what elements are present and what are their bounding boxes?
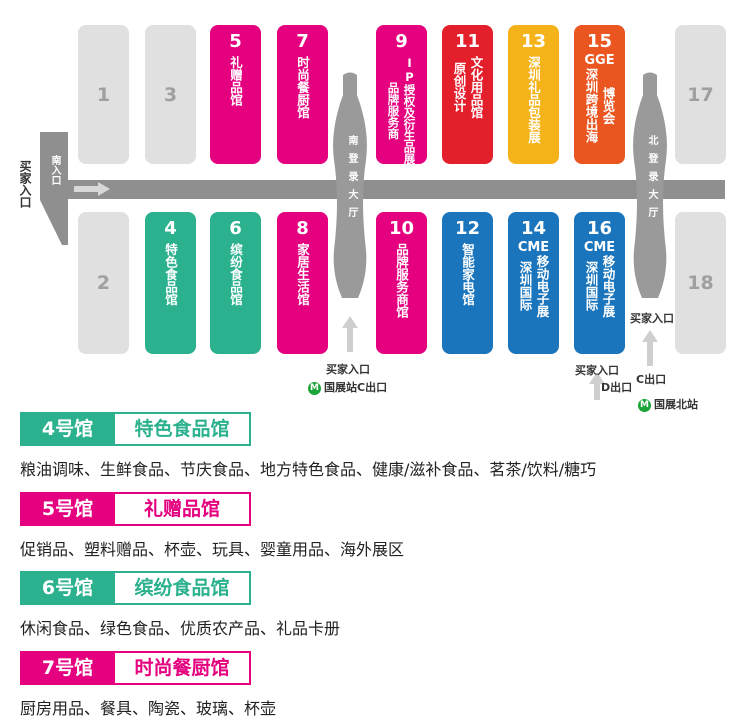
hall-13[interactable]: 13 深圳礼品包装展 [508, 25, 559, 164]
legend-hall-5: 5号馆礼赠品馆 [20, 492, 251, 526]
legend-description: 粮油调味、生鲜食品、节庆食品、地方特色食品、健康/滋补食品、茗茶/饮料/糖巧 [20, 460, 597, 479]
hall-6[interactable]: 6 缤纷食品馆 [210, 212, 261, 354]
hall-name: 礼赠品馆 [228, 56, 243, 106]
north-lobby-label: 北登录大厅 [646, 135, 657, 225]
hall-number: 2 [96, 272, 111, 294]
hall-4[interactable]: 4 特色食品馆 [145, 212, 196, 354]
hall-name: 缤纷食品馆 [228, 243, 243, 306]
south-lobby-shape [333, 72, 367, 298]
north-d-exit-label: D出口 [601, 381, 633, 394]
legend-description: 休闲食品、绿色食品、优质农产品、礼品卡册 [20, 619, 341, 638]
hall-number: 16 [586, 218, 613, 239]
hall-10[interactable]: 10 品牌服务商馆 [376, 212, 427, 354]
hall-name: 品牌服务商馆 [394, 243, 409, 318]
d-exit-arrow-icon [589, 372, 636, 400]
north-lobby-shape [633, 72, 667, 298]
metro-icon: M [638, 398, 651, 412]
north-metro-label: 国展北站 [654, 398, 698, 411]
floor-plan-paths [40, 72, 725, 400]
hall-header: CME [583, 240, 616, 255]
hall-header: CME [517, 240, 550, 255]
hall-number: 11 [454, 31, 481, 52]
legend-hall-7: 7号馆时尚餐厨馆 [20, 651, 251, 685]
legend-description: 促销品、塑料赠品、杯壶、玩具、婴童用品、海外展区 [20, 540, 405, 559]
hall-5[interactable]: 5 礼赠品馆 [210, 25, 261, 164]
north-buyer-entrance-left-label: 买家入口 [575, 364, 619, 377]
legend-hall-6: 6号馆缤纷食品馆 [20, 571, 251, 605]
hall-number: 6 [229, 218, 242, 239]
hall-name: 特色食品馆 [163, 243, 178, 306]
hall-number: 17 [687, 83, 714, 106]
hall-18[interactable]: 18 [675, 212, 726, 354]
hall-12[interactable]: 12 智能家电馆 [442, 212, 493, 354]
south-lobby-label: 南登录大厅 [346, 135, 357, 225]
hall-17[interactable]: 17 [675, 25, 726, 164]
hall-11[interactable]: 11 文化用品馆 原创设计 [442, 25, 493, 164]
hall-7[interactable]: 7 时尚餐厨馆 [277, 25, 328, 164]
north-c-exit-label: C出口 [636, 373, 667, 386]
hall-name: IP授权及衍生品展 品牌服务商 [386, 56, 417, 165]
legend-hall-name: 缤纷食品馆 [115, 571, 251, 605]
hall-number: 18 [687, 272, 714, 294]
legend-hall-number: 5号馆 [20, 492, 115, 526]
hall-1[interactable]: 1 [78, 25, 129, 164]
north-entry-arrow-icon [642, 330, 658, 366]
legend-description: 厨房用品、餐具、陶瓷、玻璃、杯壶 [20, 699, 277, 718]
main-corridor [66, 180, 725, 199]
hall-number: 8 [296, 218, 309, 239]
hall-header: GGE [584, 53, 615, 68]
legend-hall-4: 4号馆特色食品馆 [20, 412, 251, 446]
hall-name: 博览会 深圳跨境出海 [583, 68, 616, 143]
hall-name: 移动电子展 深圳国际 [583, 255, 616, 318]
legend-hall-number: 7号馆 [20, 651, 115, 685]
hall-2[interactable]: 2 [78, 212, 129, 354]
north-buyer-entrance-label: 买家入口 [630, 312, 674, 325]
south-entrance-gate [40, 132, 68, 245]
hall-name: 智能家电馆 [460, 243, 475, 306]
hall-3[interactable]: 3 [145, 25, 196, 164]
south-metro-label: 国展站C出口 [324, 381, 388, 394]
south-buyer-entrance-label: 买家入口 [326, 363, 370, 376]
hall-number: 10 [388, 218, 415, 239]
legend-hall-name: 时尚餐厨馆 [115, 651, 251, 685]
hall-number: 9 [395, 31, 408, 52]
hall-number: 14 [520, 218, 547, 239]
legend-hall-name: 特色食品馆 [115, 412, 251, 446]
hall-name: 家居生活馆 [295, 243, 310, 306]
hall-name: 时尚餐厨馆 [295, 56, 310, 119]
legend-hall-name: 礼赠品馆 [115, 492, 251, 526]
hall-name: 深圳礼品包装展 [526, 56, 541, 144]
south-entry-arrow-icon [342, 316, 358, 352]
hall-number: 1 [96, 83, 111, 106]
metro-icon: M [308, 381, 321, 395]
hall-number: 15 [586, 31, 613, 52]
hall-name: 文化用品馆 原创设计 [451, 56, 484, 119]
corridor-arrow-icon [74, 182, 110, 196]
legend-hall-number: 6号馆 [20, 571, 115, 605]
hall-name: 移动电子展 深圳国际 [517, 255, 550, 318]
hall-number: 4 [164, 218, 177, 239]
hall-number: 13 [520, 31, 547, 52]
west-buyer-entrance-label: 买家入口 [18, 160, 32, 208]
hall-number: 7 [296, 31, 309, 52]
hall-number: 3 [163, 83, 178, 106]
hall-number: 12 [454, 218, 481, 239]
hall-8[interactable]: 8 家居生活馆 [277, 212, 328, 354]
legend-hall-number: 4号馆 [20, 412, 115, 446]
south-gate-label: 南入口 [49, 155, 60, 185]
hall-number: 5 [229, 31, 242, 52]
